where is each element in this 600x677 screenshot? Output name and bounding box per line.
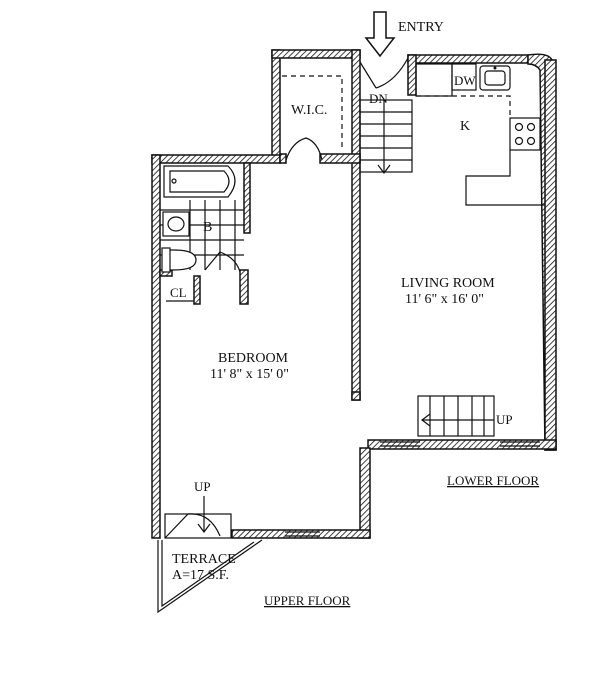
stairs-down: DN bbox=[359, 91, 413, 174]
bedroom-label: BEDROOM bbox=[218, 351, 289, 366]
lower-floor-label: LOWER FLOOR bbox=[447, 473, 539, 488]
bedroom-dims: 11' 8" x 15' 0" bbox=[210, 367, 289, 382]
entry-label: ENTRY bbox=[398, 20, 444, 35]
kitchen-label: K bbox=[460, 119, 470, 134]
terrace-area: A=17 S.F. bbox=[172, 568, 229, 583]
closet: CL bbox=[166, 285, 194, 302]
walls bbox=[151, 49, 557, 539]
stairs-up-living: UP bbox=[417, 395, 513, 437]
bathroom: B bbox=[160, 165, 244, 273]
stairs-up-bedroom: UP bbox=[164, 479, 232, 539]
up-living-label: UP bbox=[496, 412, 513, 427]
closet-label: CL bbox=[170, 285, 187, 300]
bedroom: BEDROOM 11' 8" x 15' 0" bbox=[210, 351, 289, 382]
kitchen: DW K bbox=[415, 63, 545, 206]
terrace-label: TERRACE bbox=[172, 552, 236, 567]
upper-floor-label: UPPER FLOOR bbox=[264, 593, 351, 608]
wic-label: W.I.C. bbox=[291, 103, 327, 118]
entry-door bbox=[359, 57, 409, 89]
living-room-dims: 11' 6" x 16' 0" bbox=[405, 292, 484, 307]
bath-label: B bbox=[203, 220, 212, 235]
living-room: LIVING ROOM 11' 6" x 16' 0" bbox=[401, 276, 495, 307]
entry-arrow-icon bbox=[364, 11, 396, 58]
dn-label: DN bbox=[369, 91, 388, 106]
up-bedroom-label: UP bbox=[194, 479, 211, 494]
walk-in-closet: W.I.C. bbox=[282, 75, 343, 161]
terrace: TERRACE A=17 S.F. bbox=[157, 539, 263, 614]
dw-label: DW bbox=[454, 73, 476, 88]
window-marks bbox=[285, 441, 540, 537]
living-room-label: LIVING ROOM bbox=[401, 276, 495, 291]
